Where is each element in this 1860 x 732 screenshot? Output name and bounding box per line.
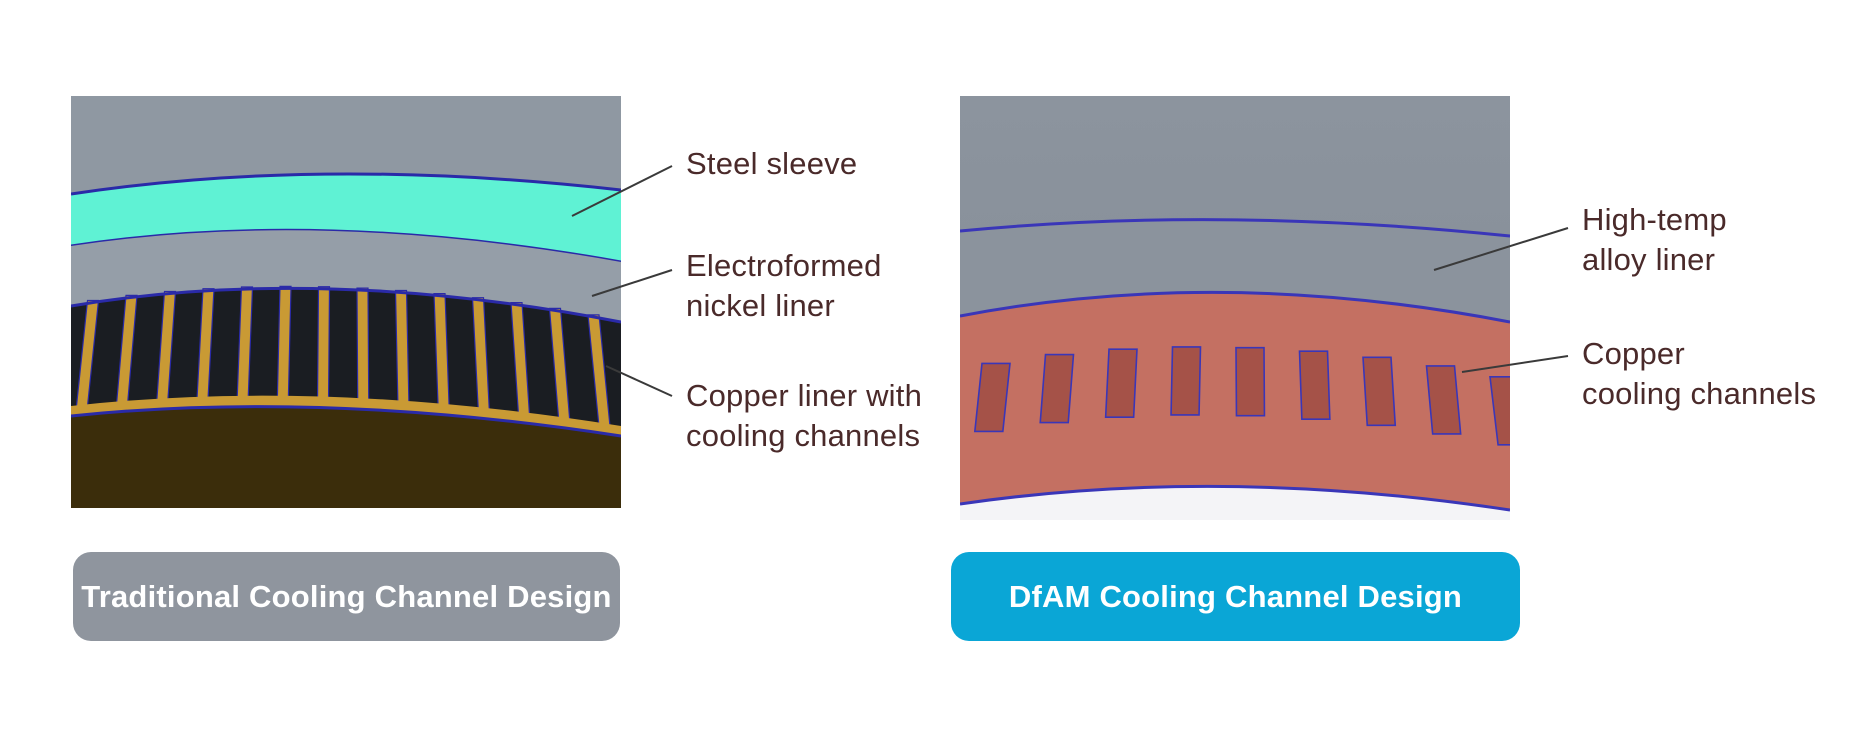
label-nickel-liner: Electroformed nickel liner xyxy=(686,246,882,326)
label-alloy-liner: High-temp alloy liner xyxy=(1582,200,1727,280)
cooling-channel xyxy=(973,362,1011,433)
chamber-outline xyxy=(71,405,621,438)
cooling-channel xyxy=(1039,353,1075,424)
cooling-channel xyxy=(1104,348,1138,418)
caption-traditional: Traditional Cooling Channel Design xyxy=(73,552,620,641)
label-copper-channels-text: Copper cooling channels xyxy=(1582,336,1817,411)
cooling-channel xyxy=(1235,346,1266,417)
copper-cooling-channels xyxy=(973,346,1510,446)
cooling-channel xyxy=(1170,346,1202,416)
alloy-outline-top xyxy=(960,218,1510,238)
label-copper-liner-text: Copper liner with cooling channels xyxy=(686,378,923,453)
dfam-cross-section xyxy=(960,96,1510,520)
label-steel-sleeve-text: Steel sleeve xyxy=(686,146,858,181)
leader-alloy-liner xyxy=(1433,227,1569,271)
caption-dfam: DfAM Cooling Channel Design xyxy=(951,552,1520,641)
label-nickel-liner-text: Electroformed nickel liner xyxy=(686,248,882,323)
cooling-channel xyxy=(1425,365,1462,435)
leader-nickel-liner xyxy=(591,269,673,297)
sleeve-outline-top xyxy=(71,172,621,196)
copper-band xyxy=(960,292,1510,510)
chamber-region xyxy=(71,406,621,508)
label-copper-liner: Copper liner with cooling channels xyxy=(686,376,922,456)
steel-sleeve-band xyxy=(71,173,621,262)
cooling-channel xyxy=(1362,356,1397,427)
label-steel-sleeve: Steel sleeve xyxy=(686,144,857,184)
copper-outline-top xyxy=(960,290,1510,324)
leader-copper-liner xyxy=(605,365,673,397)
traditional-cross-section xyxy=(71,96,621,508)
cooling-channel xyxy=(1298,350,1331,420)
leader-steel-sleeve xyxy=(571,165,673,217)
cooling-channel xyxy=(1489,376,1510,446)
label-alloy-liner-text: High-temp alloy liner xyxy=(1582,202,1727,277)
label-copper-channels: Copper cooling channels xyxy=(1582,334,1816,414)
channel-outline-top xyxy=(71,286,621,324)
hotwall-outline xyxy=(960,484,1510,512)
leader-copper-channels xyxy=(1461,355,1569,373)
